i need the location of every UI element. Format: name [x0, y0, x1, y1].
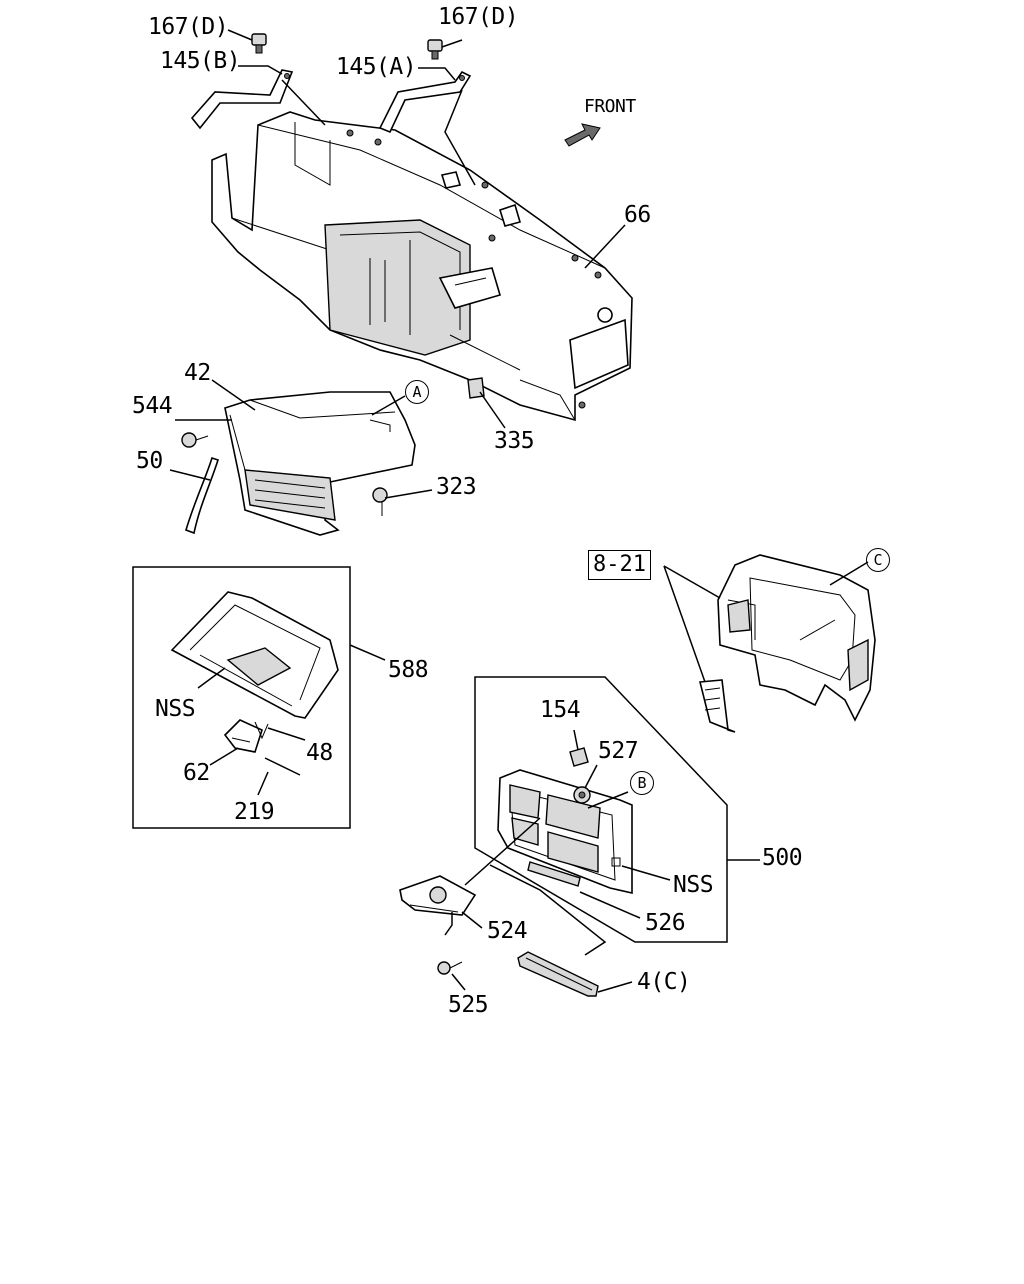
label-nss-lid: NSS	[155, 696, 196, 722]
label-4c: 4(C)	[637, 969, 691, 995]
glove-box-42	[224, 391, 416, 536]
rod-219	[264, 757, 301, 776]
label-526: 526	[645, 910, 686, 936]
label-323: 323	[436, 474, 477, 500]
label-145a: 145(A)	[336, 54, 417, 80]
cluster-hood	[698, 554, 876, 733]
label-167d-right: 167(D)	[438, 4, 519, 30]
label-front: FRONT	[584, 96, 636, 117]
seal-50	[185, 456, 220, 535]
label-154: 154	[540, 697, 581, 723]
label-500: 500	[762, 845, 803, 871]
callout-a: A	[405, 380, 429, 404]
panel-assembly-box	[474, 676, 728, 943]
label-524: 524	[487, 918, 528, 944]
clip-154	[569, 747, 589, 767]
label-335: 335	[494, 428, 535, 454]
label-50: 50	[136, 448, 163, 474]
label-8-21: 8-21	[588, 550, 651, 580]
strip-526	[527, 861, 581, 887]
leader-lines	[169, 29, 869, 993]
screw-323	[372, 487, 388, 516]
instrument-panel-frame	[211, 111, 633, 422]
screw-525	[437, 961, 463, 975]
label-527: 527	[598, 738, 639, 764]
label-62: 62	[183, 760, 210, 786]
label-167d-left: 167(D)	[148, 14, 229, 40]
bolt-167d-left	[251, 33, 267, 54]
bolt-167d-right	[427, 39, 443, 60]
cover-4c	[517, 951, 599, 997]
label-nss-panel: NSS	[673, 872, 714, 898]
front-arrow-icon	[564, 123, 601, 147]
label-42: 42	[184, 360, 211, 386]
bracket-524	[399, 875, 477, 916]
label-48: 48	[306, 740, 333, 766]
label-525: 525	[448, 992, 489, 1018]
nut-527	[573, 786, 591, 804]
label-66: 66	[624, 202, 651, 228]
callout-c: C	[866, 548, 890, 572]
latch-48	[254, 721, 269, 740]
glove-box-lid-588	[170, 591, 339, 719]
callout-b: B	[630, 771, 654, 795]
latch-62	[223, 719, 263, 753]
lid-assembly-box	[132, 566, 351, 829]
brace-145b	[190, 69, 294, 130]
label-145b: 145(B)	[160, 48, 241, 74]
center-panel-500	[497, 769, 633, 895]
screw-544	[181, 432, 209, 448]
label-544: 544	[132, 393, 173, 419]
label-219: 219	[234, 799, 275, 825]
label-588: 588	[388, 657, 429, 683]
brace-145a	[378, 70, 472, 134]
